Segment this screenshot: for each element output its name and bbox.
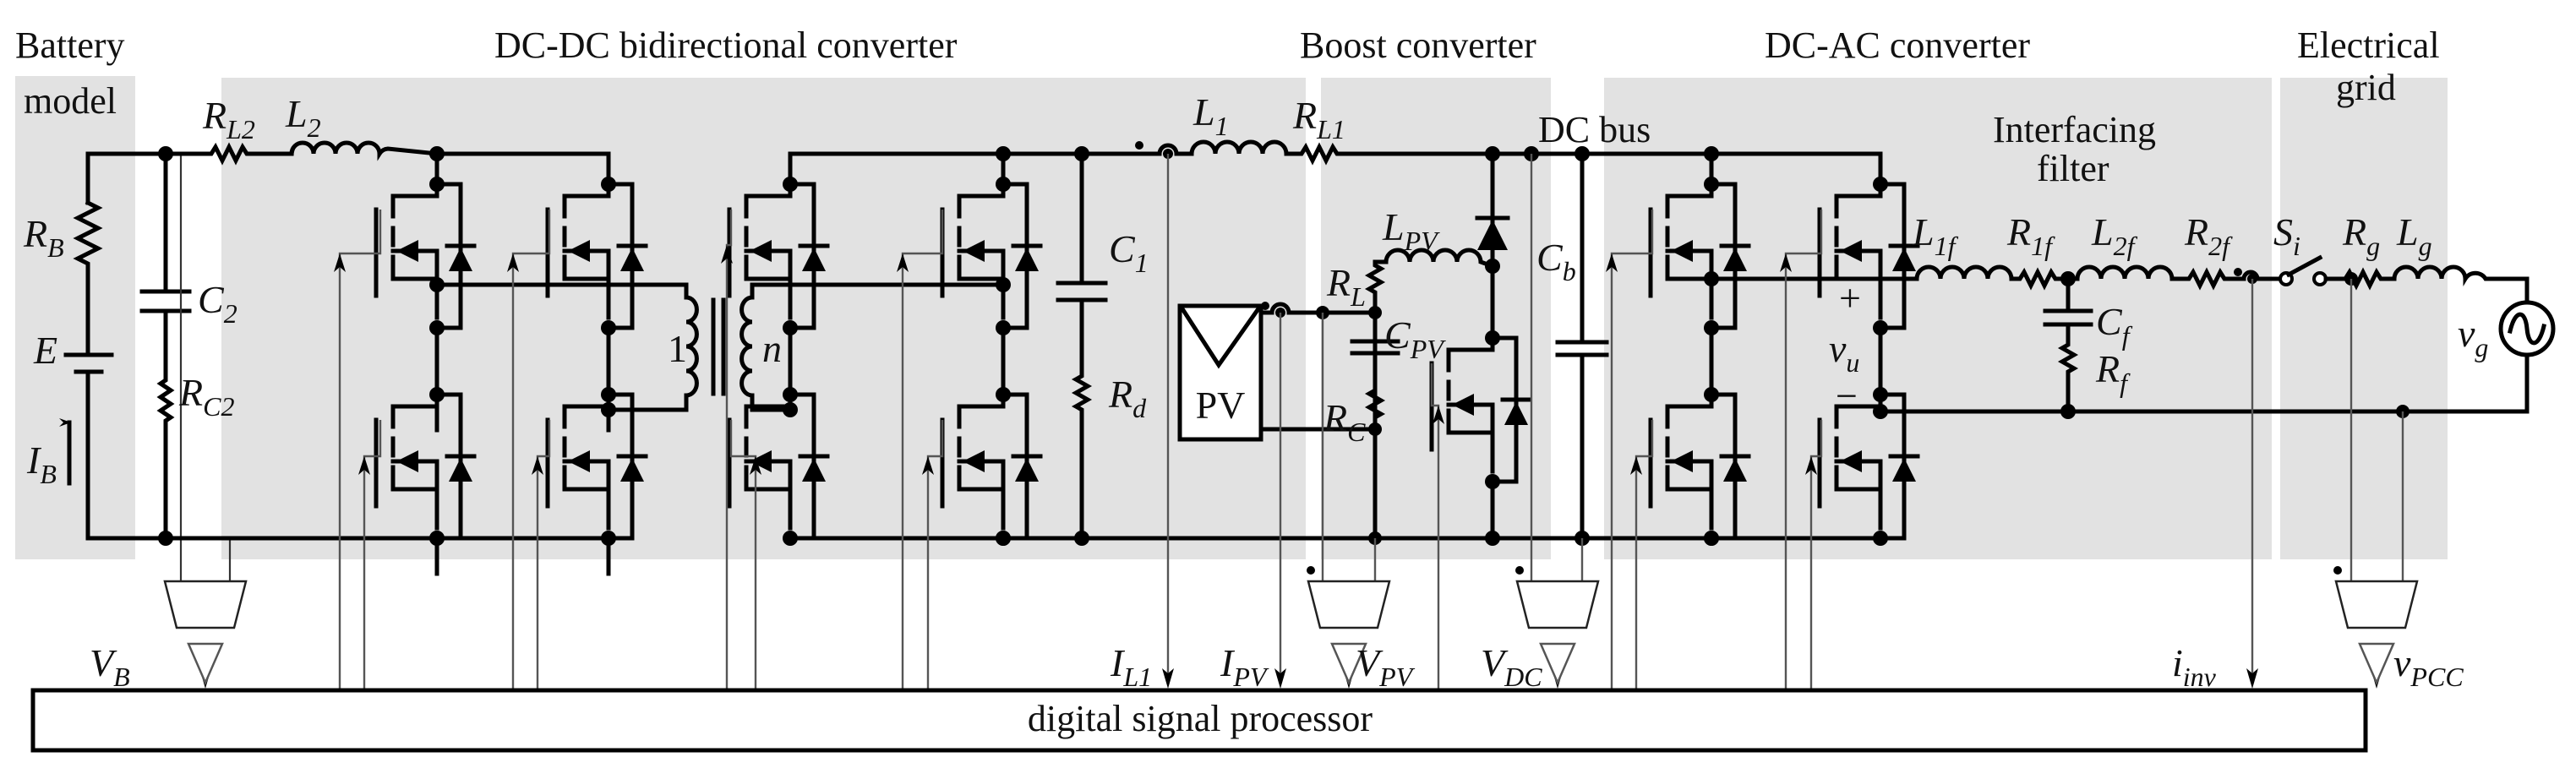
label-rg: Rg — [2342, 210, 2380, 261]
label-l1: L1 — [1192, 90, 1229, 141]
label-cpv: CPV — [1384, 313, 1446, 364]
measurement-arrows — [199, 668, 2382, 689]
label-plus: + — [1839, 276, 1861, 319]
signal-lines — [338, 210, 1823, 690]
voltage-sensor-vb — [163, 580, 248, 684]
title-filter-1: Interfacing — [1993, 109, 2156, 150]
label-vpv: VPV — [1356, 641, 1416, 692]
dc-bus-label: DC bus — [1538, 109, 1651, 150]
title-dcac: DC-AC converter — [1765, 25, 2030, 66]
label-vdc: VDC — [1481, 641, 1542, 692]
label-il1: IL1 — [1110, 641, 1152, 692]
label-rl2: RL2 — [202, 94, 255, 144]
label-rb: RB — [23, 212, 64, 263]
transformer — [684, 282, 1006, 412]
region-dcdc-converter — [221, 78, 1306, 559]
label-ipv: IPV — [1220, 641, 1269, 692]
label-vg: vg — [2458, 312, 2488, 362]
label-lg: Lg — [2396, 210, 2432, 261]
label-e: E — [33, 329, 57, 372]
title-boost: Boost converter — [1300, 25, 1536, 66]
label-lpv: LPV — [1382, 205, 1440, 256]
label-rl: RL — [1326, 261, 1366, 312]
label-vpcc: vPCC — [2393, 641, 2464, 692]
label-turns-secondary: n — [762, 327, 782, 370]
label-vu: vu — [1829, 327, 1859, 378]
label-turns-primary: 1 — [668, 327, 687, 370]
label-rc2: RC2 — [178, 371, 234, 422]
label-c2: C2 — [198, 278, 237, 329]
label-c1: C1 — [1109, 227, 1149, 278]
label-l1f: L1f — [1912, 210, 1959, 261]
label-r2f: R2f — [2184, 210, 2233, 261]
label-rc: RC — [1323, 396, 1366, 447]
label-minus: − — [1836, 374, 1858, 417]
title-grid-2: grid — [2336, 67, 2396, 108]
title-battery-1: Battery — [15, 25, 125, 66]
label-vb: VB — [90, 641, 130, 692]
title-dcdc: DC-DC bidirectional converter — [494, 25, 958, 66]
digital-signal-processor — [30, 688, 2368, 753]
label-l2: L2 — [285, 92, 321, 143]
label-si: Si — [2273, 210, 2300, 261]
title-grid-1: Electrical — [2297, 25, 2440, 66]
label-ib: IB — [26, 439, 57, 489]
battery-model — [59, 151, 168, 541]
dsp-label: digital signal processor — [1028, 698, 1373, 739]
region-battery-model — [15, 76, 135, 559]
region-boost-converter — [1321, 78, 1551, 559]
region-electrical-grid — [2280, 78, 2448, 559]
label-rl1: RL1 — [1292, 94, 1345, 144]
title-filter-2: filter — [2037, 148, 2109, 189]
label-l2f: L2f — [2091, 210, 2138, 261]
label-cb: Cb — [1536, 236, 1576, 286]
label-iinv: iinv — [2172, 641, 2217, 692]
label-rd: Rd — [1108, 373, 1147, 423]
title-battery-2: model — [24, 80, 117, 122]
pv-label: PV — [1196, 384, 1246, 427]
label-r1f: R1f — [2006, 210, 2055, 261]
